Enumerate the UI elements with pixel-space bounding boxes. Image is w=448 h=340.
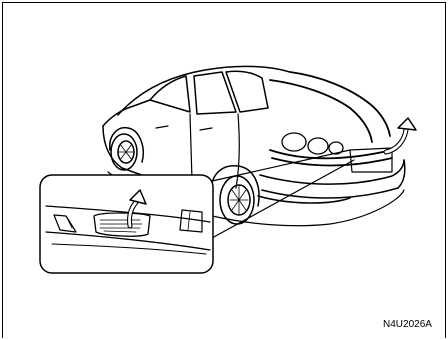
figure-code: N4U2026A: [383, 319, 432, 330]
car-windows: [150, 71, 268, 114]
liftgate: [270, 72, 392, 172]
front-wheel: [110, 128, 143, 170]
tail-lamps: [282, 133, 343, 154]
detail-inset: [40, 175, 213, 273]
rear-wheel: [211, 166, 259, 224]
